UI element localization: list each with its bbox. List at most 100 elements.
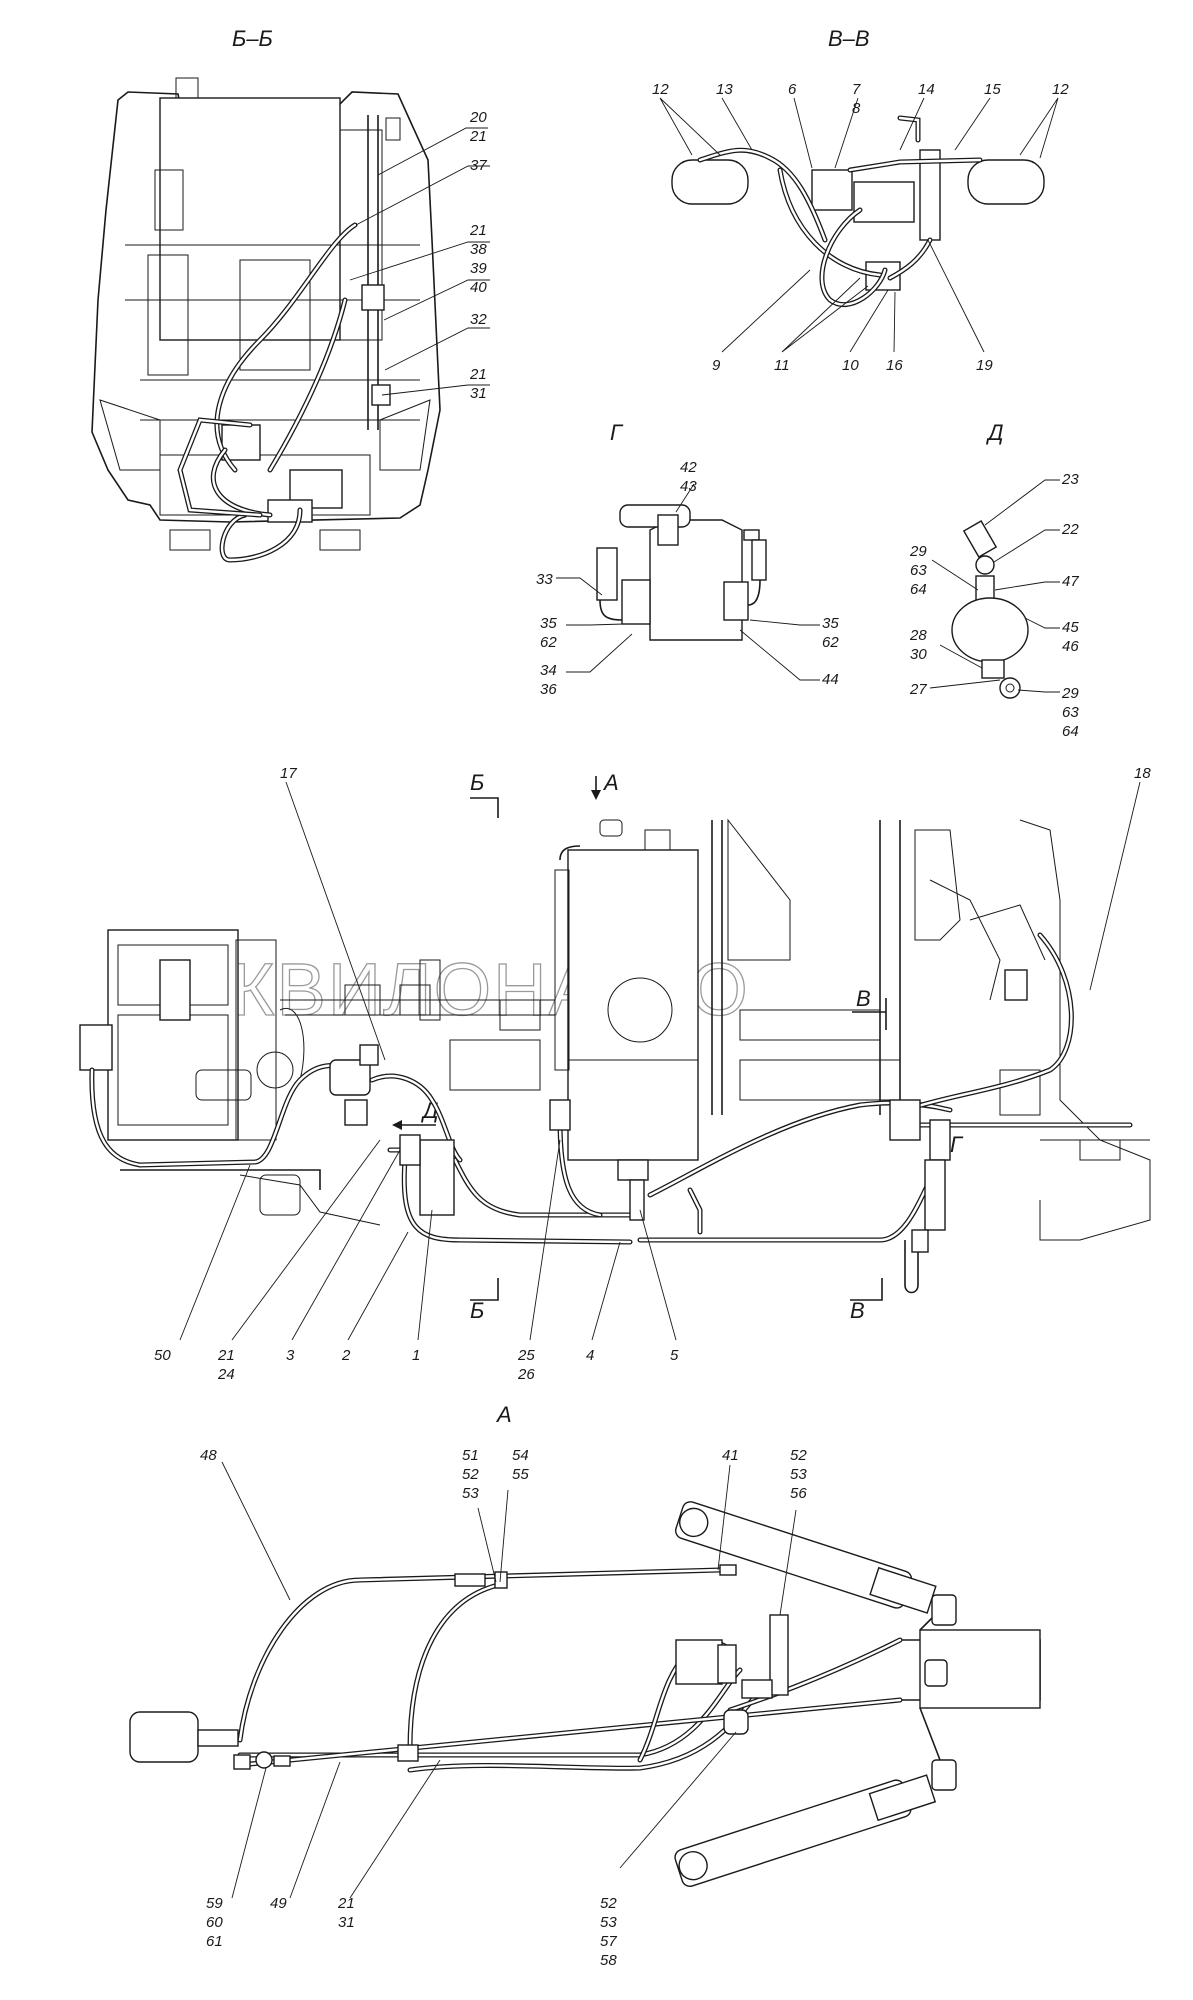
cut-mark-b-bottom: Б: [470, 1298, 484, 1323]
callout-d-64a: 64: [910, 581, 927, 598]
callout-bb-31: 31: [470, 385, 487, 402]
callout-d-29a: 29: [909, 543, 927, 560]
callout-d-30: 30: [910, 646, 927, 663]
callout-d-22: 22: [1061, 521, 1079, 538]
callout-main-2: 2: [341, 1347, 351, 1364]
callout-vv-10: 10: [842, 357, 859, 374]
callout-main-18: 18: [1134, 765, 1151, 782]
callout-main-24: 24: [217, 1366, 235, 1383]
cut-mark-v-right: В: [856, 986, 871, 1011]
callout-a-59: 59: [206, 1895, 223, 1912]
callout-a-61: 61: [206, 1933, 223, 1950]
callout-bb-21a: 21: [469, 128, 487, 145]
callout-vv-8: 8: [852, 100, 861, 117]
cut-mark-v-bottom: В: [850, 1298, 865, 1323]
callout-d-28: 28: [909, 627, 927, 644]
view-g: Г: [596, 420, 767, 641]
callout-bb-39: 39: [470, 260, 487, 277]
callout-d-45: 45: [1062, 619, 1079, 636]
callout-vv-9: 9: [712, 357, 721, 374]
callout-vv-12a: 12: [652, 81, 669, 98]
callout-g-36: 36: [540, 681, 557, 698]
callout-main-26: 26: [517, 1366, 535, 1383]
view-g-callouts: 42 43 33 35 62 34 36 35 62 44: [536, 459, 839, 698]
callout-d-63a: 63: [910, 562, 927, 579]
section-title-a: А: [495, 1402, 512, 1427]
callout-vv-16: 16: [886, 357, 903, 374]
callout-d-29b: 29: [1061, 685, 1079, 702]
callout-vv-6: 6: [788, 81, 797, 98]
callout-g-62a: 62: [540, 634, 557, 651]
callout-g-35a: 35: [540, 615, 557, 632]
callout-a-54: 54: [512, 1447, 529, 1464]
section-vv-callouts: 12 13 6 7 8 14 15 12 9 11 10 16 19: [652, 81, 1069, 374]
callout-main-25: 25: [517, 1347, 535, 1364]
section-bb-callouts: 20 21 37 21 38 39 40 32 21 31: [349, 109, 490, 402]
callout-vv-15: 15: [984, 81, 1001, 98]
callout-d-64b: 64: [1062, 723, 1079, 740]
callout-vv-11: 11: [774, 357, 790, 374]
view-d: Д: [951, 420, 1029, 699]
callout-d-63b: 63: [1062, 704, 1079, 721]
callout-main-3: 3: [286, 1347, 295, 1364]
callout-bb-20: 20: [469, 109, 487, 126]
callout-bb-40: 40: [470, 279, 487, 296]
cut-mark-g-right: Г: [950, 1132, 964, 1157]
callout-main-17: 17: [280, 765, 297, 782]
section-vv-view: В–В: [671, 26, 1045, 308]
callout-g-44: 44: [822, 671, 839, 688]
callout-bb-38: 38: [470, 241, 487, 258]
main-side-view: Б А В Г Д Б В: [79, 765, 1151, 1383]
callout-a-55: 55: [512, 1466, 529, 1483]
callout-a-57: 57: [600, 1933, 617, 1950]
callout-bb-21b: 21: [469, 222, 487, 239]
section-title-d: Д: [985, 420, 1004, 445]
callout-a-53b: 53: [790, 1466, 807, 1483]
callout-d-27: 27: [909, 681, 927, 698]
callout-d-47: 47: [1062, 573, 1079, 590]
callout-a-56: 56: [790, 1485, 807, 1502]
callout-main-50: 50: [154, 1347, 171, 1364]
callout-vv-13: 13: [716, 81, 733, 98]
callout-g-34: 34: [540, 662, 557, 679]
callout-g-33: 33: [536, 571, 553, 588]
callout-a-52c: 52: [600, 1895, 617, 1912]
callout-main-1: 1: [412, 1347, 420, 1364]
callout-g-43: 43: [680, 478, 697, 495]
callout-main-4: 4: [586, 1347, 594, 1364]
callout-bb-37: 37: [470, 157, 487, 174]
callout-d-46: 46: [1062, 638, 1079, 655]
callout-bb-21c: 21: [469, 366, 487, 383]
view-a: А: [129, 1402, 1041, 1888]
callout-vv-12b: 12: [1052, 81, 1069, 98]
callout-vv-7: 7: [852, 81, 861, 98]
cut-mark-a-arrow: А: [602, 770, 619, 795]
callout-a-52b: 52: [790, 1447, 807, 1464]
callout-a-41: 41: [722, 1447, 739, 1464]
section-title-vv: В–В: [828, 26, 870, 51]
view-a-callouts: 48 51 52 53 54 55 41 52 53 56 59 60 61 4…: [200, 1447, 807, 1969]
section-bb-view: Б–Б: [91, 26, 441, 563]
callout-main-21: 21: [217, 1347, 235, 1364]
callout-d-23: 23: [1061, 471, 1079, 488]
view-d-callouts: 23 22 29 63 64 47 45 46 28 30 27 29 63 6…: [909, 471, 1079, 740]
callout-g-42: 42: [680, 459, 697, 476]
callout-bb-32: 32: [470, 311, 487, 328]
callout-main-5: 5: [670, 1347, 679, 1364]
section-title-g: Г: [610, 420, 624, 445]
callout-a-60: 60: [206, 1914, 223, 1931]
callout-a-21: 21: [337, 1895, 355, 1912]
callout-vv-14: 14: [918, 81, 935, 98]
callout-g-62b: 62: [822, 634, 839, 651]
cut-mark-b-top: Б: [470, 770, 484, 795]
callout-g-35b: 35: [822, 615, 839, 632]
callout-vv-19: 19: [976, 357, 993, 374]
callout-a-53a: 53: [462, 1485, 479, 1502]
callout-a-48: 48: [200, 1447, 217, 1464]
callout-a-49: 49: [270, 1895, 287, 1912]
callout-a-31: 31: [338, 1914, 355, 1931]
callout-a-58: 58: [600, 1952, 617, 1969]
section-title-bb: Б–Б: [232, 26, 273, 51]
callout-a-52a: 52: [462, 1466, 479, 1483]
